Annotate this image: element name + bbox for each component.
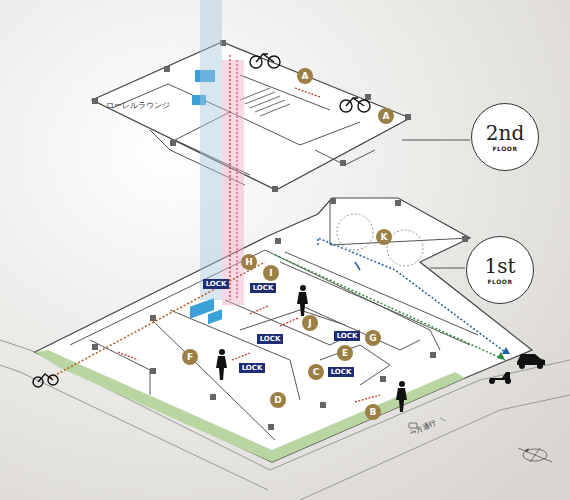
callout-number: H [241,254,257,270]
lock-badge: LOCK [250,283,277,293]
node-text: LOCK [260,336,281,343]
callout-number: D [270,392,286,408]
lock-badge: LOCK [203,279,230,289]
callout-number: C [308,364,324,380]
node-text: F [187,353,193,362]
node-text: I [269,269,272,278]
callout-number: B [365,404,381,420]
callout-number: G [365,330,381,346]
callout-number: F [182,349,198,365]
node-text: 1st [484,256,515,276]
lock-badge: LOCK [334,331,361,341]
node-text: J [308,319,311,328]
lock-badge: LOCK [328,367,355,377]
node-subtext: FLOOR [487,279,512,285]
street-note: 一方通行 [408,418,438,439]
floor-label-circle: 1stFLOOR [466,236,534,304]
callout-number: A [297,68,313,84]
node-text: LOCK [337,333,358,340]
room-name: ローレルラウンジ [106,100,170,111]
node-text: A [383,112,390,121]
node-text: LOCK [206,281,227,288]
lock-badge: LOCK [239,363,266,373]
node-text: E [342,349,348,358]
lock-badge: LOCK [257,334,284,344]
node-text: K [381,233,388,242]
callout-number: A [378,108,394,124]
callout-number: K [376,229,392,245]
node-text: D [274,396,281,405]
callout-number: E [337,345,353,361]
callout-number: J [302,315,318,331]
floor-label-circle: 2ndFLOOR [471,103,539,171]
node-text: LOCK [253,285,274,292]
node-text: B [370,408,377,417]
node-text: 2nd [486,123,524,143]
node-text: H [245,258,253,267]
callout-number: I [263,265,279,281]
node-text: LOCK [331,369,352,376]
node-text: C [313,368,320,377]
node-text: LOCK [242,365,263,372]
node-subtext: FLOOR [492,146,517,152]
node-text: G [369,334,376,343]
node-text: A [302,72,309,81]
